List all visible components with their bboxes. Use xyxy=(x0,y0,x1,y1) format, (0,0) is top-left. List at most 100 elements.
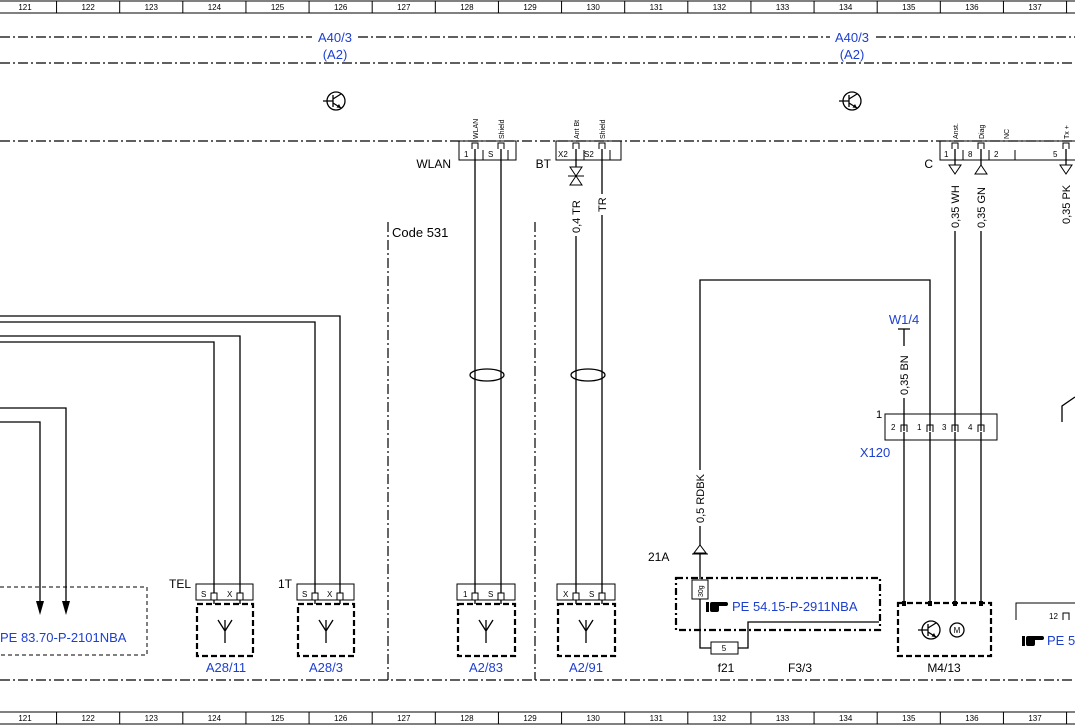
left-reference: PE 83.70-P-2101NBA xyxy=(0,586,148,656)
ruler-cell-label: 136 xyxy=(965,714,979,723)
ruler-cell-label: 129 xyxy=(523,714,537,723)
ruler-cell-label: 128 xyxy=(460,714,474,723)
pin-signal: Anst. xyxy=(953,123,960,139)
fuse-pin-label: 30g xyxy=(698,585,705,597)
terminal-label: 21A xyxy=(648,550,669,564)
module-label[interactable]: A40/3 xyxy=(318,30,352,45)
ruler-cell-label: 122 xyxy=(81,714,95,723)
ruler-cell-label: 123 xyxy=(145,714,159,723)
ruler-cell-label: 129 xyxy=(523,3,537,12)
pin-signal: NC xyxy=(1004,129,1011,139)
pin-number: X xyxy=(327,590,333,599)
connector-body xyxy=(458,140,517,161)
c-connector-wires: 0,35 WH 0,35 GN 0,35 PK xyxy=(948,149,1075,431)
ruler-cell-label: 128 xyxy=(460,3,474,12)
wire xyxy=(699,599,711,649)
wire-label: 0,35 PK xyxy=(1061,184,1073,224)
ruler-cell-label: 132 xyxy=(713,3,727,12)
module-alt-label[interactable]: (A2) xyxy=(323,47,348,62)
module-alt-label[interactable]: (A2) xyxy=(840,47,865,62)
connector-body xyxy=(884,413,998,441)
pin-number: S xyxy=(589,590,594,599)
component-box xyxy=(1015,602,1075,620)
connector-pin-icon xyxy=(951,142,1070,160)
arrow-down-icon xyxy=(62,601,70,615)
pin-number: 3 xyxy=(942,423,947,432)
pin-number: X xyxy=(227,590,233,599)
pin-signal: Shield xyxy=(600,119,607,139)
connector-c: 1 8 2 5 Anst. Diag NC Tx + C xyxy=(924,123,1075,171)
wire-label: 0,35 WH xyxy=(950,185,962,228)
shield-icon xyxy=(469,368,505,382)
reference-link[interactable]: PE 54.15-P-2911NBA xyxy=(732,599,858,614)
connector-pin-icon xyxy=(210,592,244,600)
wire xyxy=(0,421,41,602)
reference-box xyxy=(0,586,148,656)
transistor-icon xyxy=(918,620,941,640)
ruler-cell-label: 136 xyxy=(965,3,979,12)
antenna-icon xyxy=(578,619,594,643)
bt-cable: 0,4 TR TR xyxy=(568,149,609,593)
pin-number: S2 xyxy=(584,150,594,159)
connector-label: C xyxy=(924,157,933,171)
shield-icon xyxy=(570,368,606,382)
motor-icon xyxy=(949,622,965,638)
component-label[interactable]: A28/11 xyxy=(206,660,246,675)
ruler-cell-label: 125 xyxy=(271,3,285,12)
ground-point-label[interactable]: W1/4 xyxy=(889,312,919,327)
pin-number: S xyxy=(302,590,307,599)
plug-connection-icon xyxy=(974,164,988,175)
pin-number: 12 xyxy=(1049,612,1058,621)
connector-body xyxy=(555,140,622,161)
connector-corner-number: 1 xyxy=(876,409,882,421)
connector-body xyxy=(195,583,254,601)
wire-label: 0,5 RDBK xyxy=(695,473,707,523)
ruler-cell-label: 121 xyxy=(18,3,32,12)
component-label[interactable]: A2/83 xyxy=(469,660,503,675)
wire-label: 0,35 BN xyxy=(899,355,911,395)
pin-number: 5 xyxy=(1053,150,1058,159)
pointing-hand-icon xyxy=(706,602,728,612)
component-label[interactable]: A2/91 xyxy=(569,660,603,675)
connector-wlan: 1 S WLAN Shield WLAN xyxy=(416,119,517,171)
ruler-cell-label: 126 xyxy=(334,3,348,12)
antenna-icon xyxy=(318,619,334,643)
pointing-hand-icon xyxy=(1022,636,1044,646)
code-option-label: Code 531 xyxy=(392,225,448,240)
reference-link[interactable]: PE 5 xyxy=(1047,633,1075,648)
connector-pin-icon xyxy=(311,592,344,600)
ruler-cell-label: 124 xyxy=(208,714,222,723)
component-label[interactable]: A28/3 xyxy=(309,660,343,675)
pin-signal: Ant Bt xyxy=(574,120,581,139)
reference-link[interactable]: PE 83.70-P-2101NBA xyxy=(0,630,127,645)
component-a2-91: X S A2/91 xyxy=(556,583,617,675)
connector-body xyxy=(456,583,516,601)
fuse-value: 5 xyxy=(722,644,727,653)
module-label[interactable]: A40/3 xyxy=(835,30,869,45)
pin-number: X xyxy=(563,590,569,599)
component-a28-11: S X TEL A28/11 xyxy=(169,577,255,675)
ruler-cell-label: 127 xyxy=(397,3,411,12)
pin-number: S xyxy=(201,590,206,599)
transistor-icon-leads xyxy=(839,93,858,109)
wire xyxy=(0,407,67,602)
fuse-block-box xyxy=(674,576,882,632)
connector-label[interactable]: X120 xyxy=(860,445,890,460)
ruler-cell-label: 123 xyxy=(145,3,159,12)
ruler-cell-label: 133 xyxy=(776,3,790,12)
pointing-hand-icon-hand xyxy=(710,602,728,612)
connector-label: TEL xyxy=(169,577,191,591)
ground-icon xyxy=(898,328,910,346)
component-a2-83: 1 S A2/83 xyxy=(456,583,517,675)
fuse-name: f21 xyxy=(718,661,735,675)
pin-number: 8 xyxy=(968,150,973,159)
plug-connection-icon xyxy=(568,166,584,186)
connector-pin-icon xyxy=(471,142,509,160)
fuse-block-name: F3/3 xyxy=(788,661,812,675)
pin-number: 1 xyxy=(917,423,922,432)
component-box xyxy=(456,602,517,658)
wire xyxy=(699,279,931,470)
wire xyxy=(903,432,982,603)
